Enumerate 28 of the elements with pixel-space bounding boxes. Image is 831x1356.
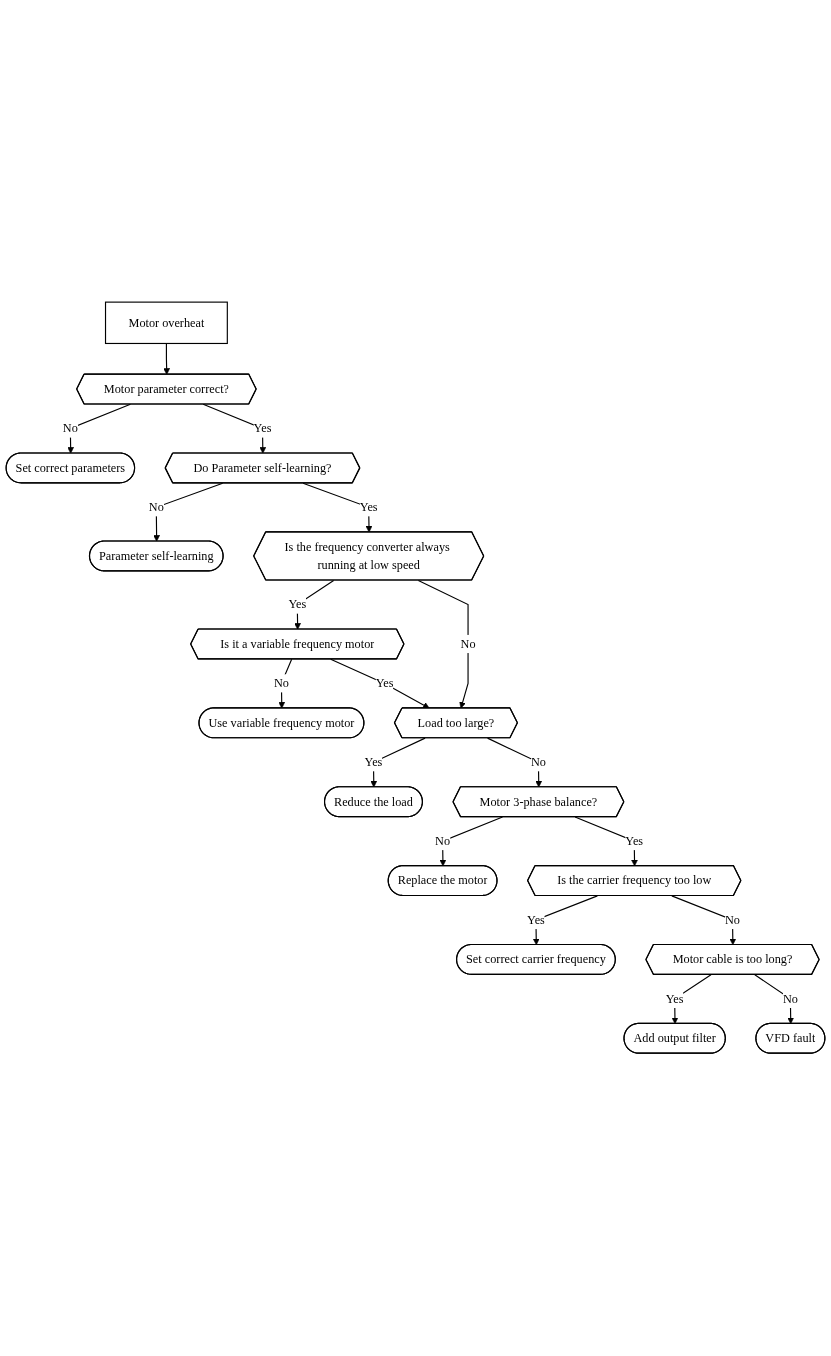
edge-label: Yes <box>359 500 378 514</box>
arrow <box>370 737 426 788</box>
arrow <box>532 895 598 946</box>
edge-label: No <box>782 992 798 1006</box>
edge-label: Yes <box>527 913 545 927</box>
edge-label: Yes <box>364 755 383 769</box>
arrow <box>671 974 712 1025</box>
edge-label: No <box>530 755 546 769</box>
edge-label: No <box>460 637 476 651</box>
arrow <box>163 343 170 376</box>
arrow <box>417 580 469 709</box>
edge-label: No <box>148 500 164 514</box>
edge-label: Yes <box>665 992 684 1006</box>
arrow <box>439 816 504 867</box>
arrow <box>574 816 638 867</box>
arrow <box>67 404 131 454</box>
edge-label: Yes <box>288 597 307 612</box>
arrow <box>294 580 335 631</box>
edge-label: Yes <box>253 421 272 435</box>
edge-label: No <box>62 421 78 435</box>
edge-label: No <box>725 913 740 927</box>
edge-label: No <box>435 834 451 848</box>
edge-label: Yes <box>625 834 644 848</box>
arrow <box>671 895 737 946</box>
node-box: Motor overheat <box>104 301 228 345</box>
arrow <box>330 659 430 709</box>
edge-label: No <box>273 676 289 690</box>
edge-label: Yes <box>375 676 394 690</box>
